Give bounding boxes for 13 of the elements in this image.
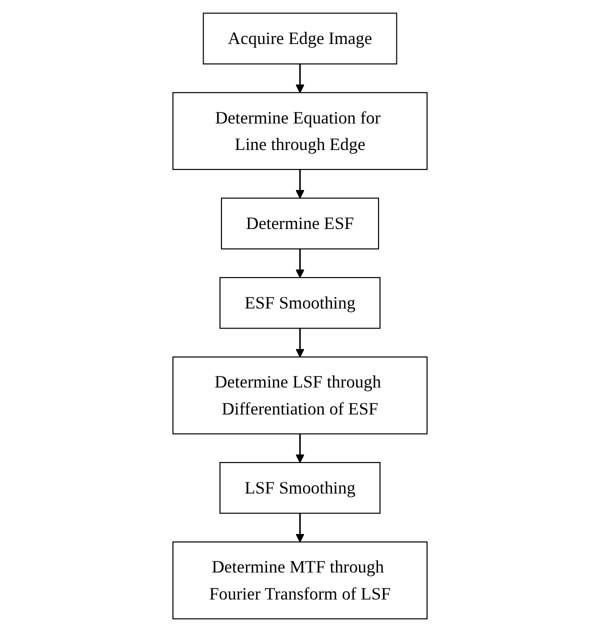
arrow bbox=[296, 434, 304, 463]
node-box: Acquire Edge Image bbox=[202, 12, 398, 64]
arrow bbox=[296, 328, 304, 358]
node-box: LSF Smoothing bbox=[219, 462, 381, 514]
node-box: Determine MTF through Fourier Transform of LSF bbox=[172, 541, 428, 620]
arrow bbox=[296, 513, 304, 542]
arrow bbox=[296, 64, 304, 94]
node-box: Determine LSF through Differentiation of ESF bbox=[172, 356, 428, 434]
node-box: Determine ESF bbox=[220, 198, 380, 250]
node-box: ESF Smoothing bbox=[219, 277, 381, 329]
node-box: Determine Equation for Line through Edge bbox=[172, 92, 428, 170]
arrow bbox=[296, 169, 304, 199]
arrow bbox=[296, 248, 304, 278]
